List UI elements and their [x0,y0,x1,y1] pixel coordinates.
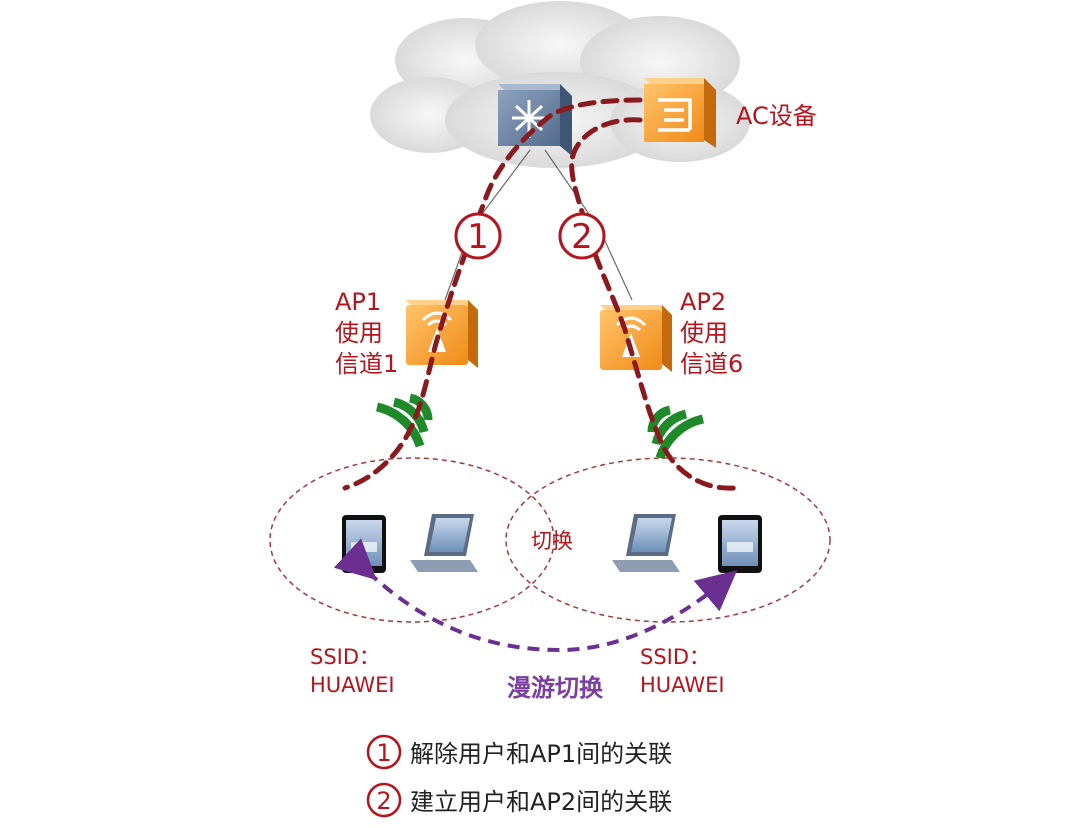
ap2-coverage-area [505,457,831,623]
wifi-signal-icon-ap2 [647,405,705,460]
legend-num-2: 2 [376,787,391,815]
ap1-name: AP1 [335,288,381,316]
legend-text-2: 建立用户和AP2间的关联 [410,788,672,816]
legend-item-2: 2 建立用户和AP2间的关联 [366,782,672,818]
ssid-left-label: SSID： [310,645,380,669]
wifi-signal-icon-ap1 [375,393,433,448]
ap2-use-label: 使用 [680,319,728,347]
tablet-icon-right [718,515,762,573]
roaming-label: 漫游切换 [507,674,604,702]
laptop-icon-right [612,514,680,572]
legend: 1 解除用户和AP1间的关联 2 建立用户和AP2间的关联 [366,734,672,818]
legend-text-1: 解除用户和AP1间的关联 [410,740,672,768]
ap1-coverage-area [269,457,555,623]
roaming-arrow [333,538,738,653]
ap1-channel-label: 信道1 [335,350,398,378]
legend-item-1: 1 解除用户和AP1间的关联 [366,734,672,770]
ap1-use-label: 使用 [335,319,383,347]
ssid-right-label: SSID： [640,645,710,669]
association-paths [342,97,738,491]
handover-label: 切换 [531,529,573,553]
ssid-right-value: HUAWEI [640,673,725,697]
ap2-channel-label: 信道6 [680,350,743,378]
tablet-icon-left [342,515,386,573]
step-2-marker: 2 [558,212,606,260]
ac-device-icon [644,78,716,148]
step-1-marker: 1 [454,212,502,260]
ap1-icon [406,300,478,368]
ssid-left-value: HUAWEI [310,673,395,697]
laptop-icon-left [410,514,478,572]
switch-icon [498,84,572,156]
svg-text:2: 2 [571,217,593,257]
legend-num-1: 1 [376,739,391,767]
ac-label: AC设备 [736,102,817,130]
svg-text:1: 1 [467,217,489,257]
ap2-name: AP2 [680,288,726,316]
